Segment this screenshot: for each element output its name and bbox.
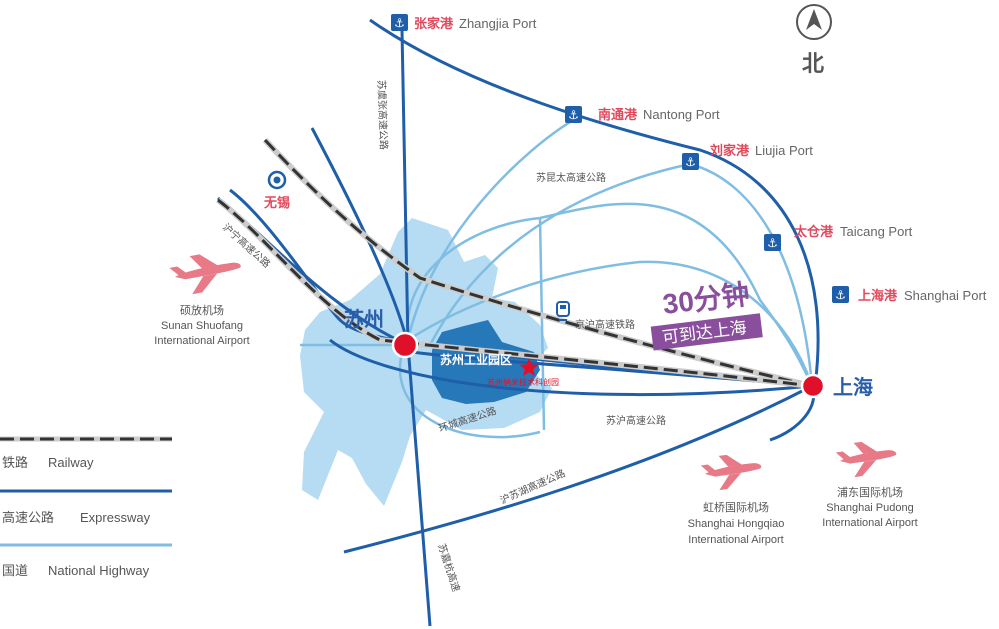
svg-text:⚓: ⚓ bbox=[568, 108, 579, 122]
road-label: 苏沪高速公路 bbox=[606, 414, 666, 427]
port-en: Taicang Port bbox=[840, 224, 913, 239]
anchor-icon bbox=[832, 286, 849, 303]
airport-en: Sunan Shuofang bbox=[161, 320, 243, 332]
airport-cn: 虹桥国际机场 bbox=[703, 500, 769, 514]
north-compass: 北 bbox=[796, 4, 832, 76]
port-cn: 张家港 bbox=[414, 16, 454, 31]
port-taicang: ⚓ 太仓港 Taicang Port bbox=[764, 224, 913, 251]
legend-label-en: Expressway bbox=[80, 510, 151, 525]
city-label: 上海 bbox=[833, 375, 873, 399]
airport-hongqiao: 虹桥国际机场 Shanghai Hongqiao International A… bbox=[688, 454, 785, 546]
port-shanghai: ⚓ 上海港 Shanghai Port bbox=[832, 286, 987, 303]
airport-cn: 浦东国际机场 bbox=[837, 485, 903, 499]
road-label: 京沪高速铁路 bbox=[575, 318, 635, 331]
airport-en: Shanghai Pudong bbox=[826, 502, 913, 514]
anchor-icon bbox=[391, 14, 408, 31]
port-cn: 南通港 bbox=[598, 107, 638, 122]
slogan: 30分钟 可到达上海 bbox=[650, 279, 763, 351]
airport-shuofang: 硕放机场 Sunan Shuofang International Airpor… bbox=[154, 254, 250, 347]
port-en: Liujia Port bbox=[755, 143, 813, 158]
legend-label-cn: 国道 bbox=[2, 563, 28, 578]
train-icon bbox=[556, 301, 570, 321]
sip-label: 苏州工业园区 bbox=[440, 352, 512, 367]
legend-label-cn: 铁路 bbox=[2, 455, 28, 470]
port-cn: 刘家港 bbox=[710, 143, 750, 158]
legend-label-en: National Highway bbox=[48, 563, 150, 578]
svg-text:⚓: ⚓ bbox=[835, 288, 846, 302]
anchor-icon bbox=[682, 153, 699, 170]
lake-area bbox=[300, 218, 552, 506]
city-wuxi: 无锡 bbox=[263, 170, 290, 210]
star-icon bbox=[519, 358, 539, 376]
airport-cn: 硕放机场 bbox=[180, 303, 224, 317]
airplane-icon bbox=[169, 254, 241, 295]
road-label: 苏昆太高速公路 bbox=[536, 171, 606, 184]
road-label: 沪苏湖高速公路 bbox=[498, 466, 567, 506]
railways bbox=[216, 137, 813, 389]
svg-text:⚓: ⚓ bbox=[685, 155, 696, 169]
airport-en: International Airport bbox=[688, 534, 783, 546]
city-label: 苏州 bbox=[344, 308, 384, 331]
city-dot bbox=[800, 373, 826, 399]
airport-en: International Airport bbox=[154, 335, 249, 347]
anchor-icon bbox=[565, 106, 582, 123]
anchor-icon bbox=[764, 234, 781, 251]
svg-text:⚓: ⚓ bbox=[767, 236, 778, 250]
airport-en: International Airport bbox=[822, 517, 917, 529]
port-en: Nantong Port bbox=[643, 107, 720, 122]
park-label: 苏州纳米技术科创园 bbox=[487, 377, 559, 387]
legend: 铁路 Railway 高速公路 Expressway 国道 National H… bbox=[0, 436, 172, 578]
airport-pudong: 浦东国际机场 Shanghai Pudong International Air… bbox=[822, 441, 918, 529]
port-en: Shanghai Port bbox=[904, 288, 987, 303]
road-label: 苏嘉杭高速 bbox=[435, 542, 463, 594]
port-nantong: ⚓ 南通港 Nantong Port bbox=[565, 106, 720, 123]
road-label: 苏虞张高速公路 bbox=[375, 80, 390, 150]
airplane-icon bbox=[700, 454, 762, 491]
city-dot bbox=[391, 331, 419, 359]
port-zhangjia: ⚓ 张家港 Zhangjia Port bbox=[391, 14, 537, 31]
svg-text:⚓: ⚓ bbox=[394, 16, 405, 30]
legend-label-en: Railway bbox=[48, 455, 94, 470]
port-liujia: ⚓ 刘家港 Liujia Port bbox=[682, 143, 813, 170]
airplane-icon bbox=[835, 441, 897, 478]
legend-label-cn: 高速公路 bbox=[2, 510, 54, 525]
port-cn: 上海港 bbox=[858, 288, 898, 303]
port-en: Zhangjia Port bbox=[459, 16, 537, 31]
city-shanghai: 上海 bbox=[800, 373, 873, 399]
city-suzhou: 苏州 bbox=[344, 308, 419, 359]
north-label: 北 bbox=[802, 51, 824, 76]
port-cn: 太仓港 bbox=[793, 224, 834, 239]
city-label: 无锡 bbox=[263, 195, 290, 210]
airport-en: Shanghai Hongqiao bbox=[688, 518, 785, 530]
slogan-main: 30分钟 bbox=[661, 279, 751, 320]
slogan-badge bbox=[650, 313, 763, 351]
